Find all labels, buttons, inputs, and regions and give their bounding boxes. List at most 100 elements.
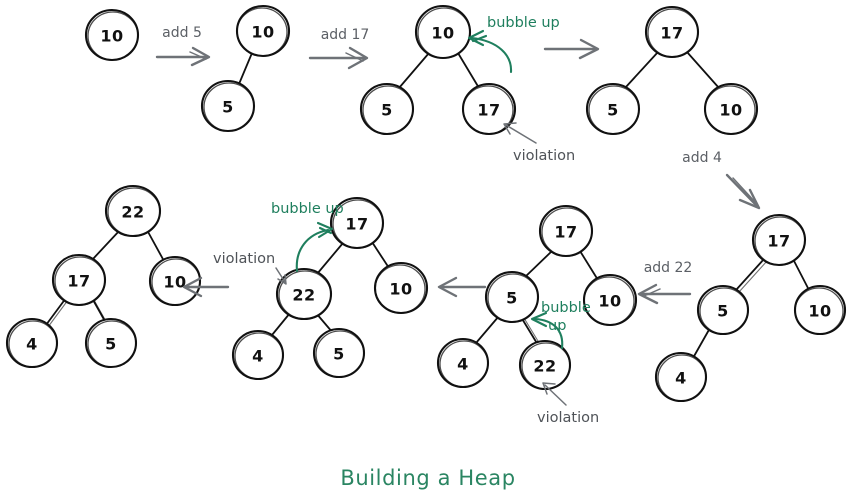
edge bbox=[579, 250, 599, 281]
edge bbox=[91, 229, 121, 261]
node-label: 10 bbox=[251, 23, 274, 42]
arrow-head-icon bbox=[437, 276, 458, 298]
annotation-violation-3: violation bbox=[213, 251, 287, 285]
tree-node[interactable]: 22 bbox=[275, 267, 333, 321]
tree-node[interactable]: 4 bbox=[231, 329, 285, 381]
tree-node[interactable]: 10 bbox=[148, 255, 202, 307]
arrow-head-icon-2 bbox=[345, 52, 364, 62]
node-label: 4 bbox=[675, 369, 687, 388]
arrow-head-icon bbox=[578, 38, 600, 60]
edge-shadow bbox=[47, 299, 69, 328]
tree-node[interactable]: 5 bbox=[585, 82, 641, 136]
edge bbox=[692, 327, 711, 359]
node-label: 4 bbox=[457, 355, 469, 374]
tree-node[interactable]: 17 bbox=[51, 253, 107, 307]
edge bbox=[457, 52, 480, 89]
node-label: 10 bbox=[431, 24, 454, 43]
pointer-arrow-icon bbox=[544, 384, 567, 406]
node-label: 5 bbox=[333, 345, 345, 364]
edge bbox=[45, 297, 67, 326]
pointer-arrow-icon bbox=[275, 267, 286, 283]
tree-node[interactable]: 22 bbox=[104, 184, 162, 238]
tree-edges-group bbox=[45, 51, 810, 359]
transition-bubble-result-2 bbox=[437, 276, 487, 298]
node-label: 17 bbox=[477, 101, 500, 120]
transition-label: add 4 bbox=[682, 150, 722, 166]
edge bbox=[146, 229, 165, 262]
tree-node[interactable]: 5 bbox=[84, 317, 138, 369]
arrow-head-icon bbox=[316, 221, 334, 239]
node-label: 17 bbox=[554, 223, 577, 242]
tree-node[interactable]: 17 bbox=[461, 82, 517, 136]
tree-node[interactable]: 10 bbox=[414, 4, 472, 60]
annotation-violation-2: violation bbox=[537, 382, 599, 426]
transition-label: add 17 bbox=[321, 27, 370, 43]
arrow-down-right-icon bbox=[725, 173, 760, 209]
tree-node[interactable]: 10 bbox=[703, 82, 759, 136]
node-label: 5 bbox=[381, 101, 393, 120]
violation-label: violation bbox=[537, 410, 599, 426]
tree-node[interactable]: 5 bbox=[484, 270, 540, 324]
arrow-head-icon-2 bbox=[643, 288, 661, 297]
annotation-violation-1: violation bbox=[503, 122, 575, 164]
edge bbox=[524, 250, 553, 278]
tree-node[interactable]: 10 bbox=[373, 261, 429, 315]
tree-node[interactable]: 4 bbox=[5, 317, 59, 369]
annotation-bubble-up-3: bubble up bbox=[271, 201, 344, 273]
bubble-up-label-2: up bbox=[548, 318, 566, 334]
annotation-bubble-up-2: bubble up bbox=[530, 300, 591, 350]
node-label: 17 bbox=[660, 24, 683, 43]
tree-node[interactable]: 17 bbox=[329, 196, 385, 250]
node-label: 10 bbox=[598, 292, 621, 311]
node-label: 4 bbox=[26, 335, 38, 354]
bubble-up-label: bubble bbox=[541, 300, 591, 316]
transition-add-22: add 22 bbox=[637, 260, 693, 305]
node-label: 4 bbox=[252, 347, 264, 366]
transition-add-17: add 17 bbox=[308, 27, 370, 70]
arrow-head-icon-2 bbox=[732, 177, 757, 204]
tree-node[interactable]: 10 bbox=[84, 8, 140, 62]
node-label: 17 bbox=[345, 215, 368, 234]
tree-node[interactable]: 5 bbox=[696, 284, 750, 336]
bubble-up-arrow-icon bbox=[295, 228, 330, 273]
tree-node[interactable]: 5 bbox=[312, 327, 366, 379]
tree-node[interactable]: 10 bbox=[582, 273, 638, 327]
tree-node[interactable]: 5 bbox=[200, 79, 256, 133]
arrow-head-icon-2 bbox=[471, 34, 488, 43]
transition-bubble-result bbox=[543, 38, 600, 60]
arrow-head-icon bbox=[738, 188, 761, 210]
node-label: 5 bbox=[506, 289, 518, 308]
tree-node[interactable]: 17 bbox=[644, 5, 700, 59]
node-label: 22 bbox=[533, 357, 556, 376]
tree-node[interactable]: 4 bbox=[436, 337, 490, 389]
edge bbox=[91, 297, 107, 324]
tree-node[interactable]: 17 bbox=[751, 213, 807, 267]
arrow-head-icon bbox=[277, 274, 287, 285]
annotation-bubble-up-1: bubble up bbox=[467, 15, 560, 74]
edge bbox=[735, 258, 765, 291]
tree-node[interactable]: 10 bbox=[235, 4, 291, 58]
transition-bubble-result-3 bbox=[182, 276, 230, 298]
edge bbox=[316, 242, 344, 275]
node-label: 17 bbox=[67, 272, 90, 291]
arrow-head-icon-2 bbox=[189, 51, 207, 60]
tree-node[interactable]: 5 bbox=[359, 82, 415, 136]
tree-node[interactable]: 22 bbox=[518, 339, 572, 391]
arrow-head-icon bbox=[542, 382, 556, 395]
tree-node[interactable]: 17 bbox=[538, 204, 594, 258]
edge bbox=[520, 316, 539, 346]
tree-node[interactable]: 4 bbox=[654, 351, 708, 403]
transition-label: add 22 bbox=[644, 260, 693, 276]
transition-add-5: add 5 bbox=[155, 25, 211, 67]
node-label: 22 bbox=[292, 286, 315, 305]
edge bbox=[686, 51, 720, 89]
tree-node[interactable]: 10 bbox=[793, 284, 847, 336]
node-label: 17 bbox=[767, 232, 790, 251]
arrow-head-icon bbox=[467, 29, 485, 47]
transition-label: add 5 bbox=[162, 25, 202, 41]
violation-label: violation bbox=[513, 148, 575, 164]
edge bbox=[475, 315, 500, 344]
bubble-up-arrow-icon bbox=[533, 317, 564, 350]
node-label: 5 bbox=[607, 101, 619, 120]
